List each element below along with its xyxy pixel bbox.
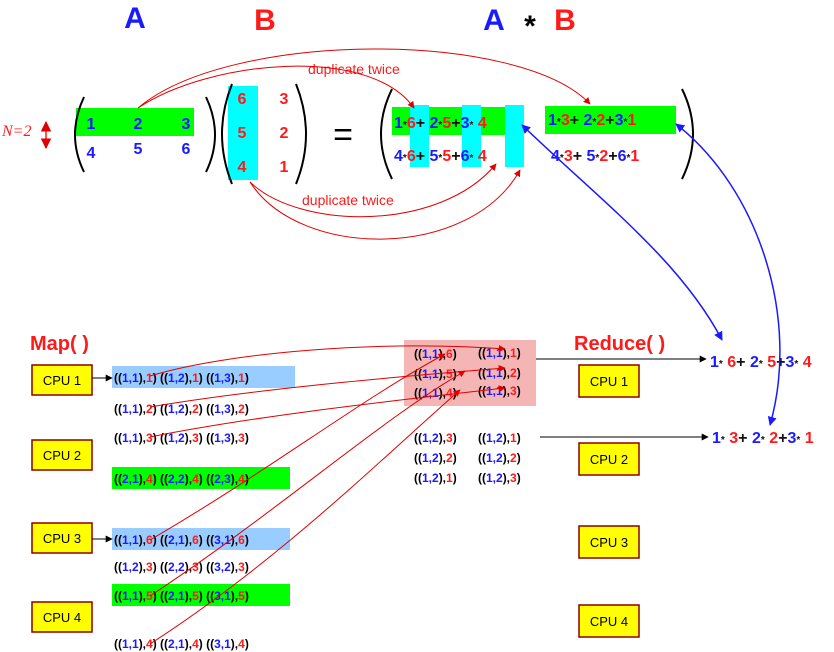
map-row-8: ((1,1),4) ((2,1),4) ((3,1),4) <box>114 637 249 651</box>
map-row-3: ((1,1),3) ((1,2),3) ((1,3),3) <box>114 431 249 445</box>
group2-right-r1: ((1,2),1) <box>478 431 521 445</box>
map-row-1: ((1,1),1) ((1,2),1) ((1,3),1) <box>114 371 249 385</box>
result-b-term2-highlight <box>462 105 481 167</box>
title-b: B <box>254 4 276 37</box>
reduce-output-2: 1* 3+ 2* 2+3* 1 <box>712 430 814 447</box>
map-cpu-1-label: CPU 1 <box>43 373 81 388</box>
map-cpu-2-label: CPU 2 <box>43 448 81 463</box>
equals-sign: = <box>333 116 353 154</box>
matrix-b-right-paren <box>295 83 307 185</box>
dup-arc-b-to-r1 <box>249 163 497 218</box>
result-b-term1-highlight <box>410 105 429 167</box>
matrix-b-r2c2: 2 <box>280 125 289 142</box>
map-row-5: ((1,1),6) ((2,1),6) ((3,1),6) <box>114 533 249 547</box>
group2-right-r2: ((1,2),2) <box>478 451 521 465</box>
reduce-output-1: 1* 6+ 2* 5+3* 4 <box>710 354 812 371</box>
map-row-7-highlight <box>112 584 290 606</box>
matrix-b-r2c1: 5 <box>238 125 247 142</box>
title-ab-star: * <box>524 10 536 43</box>
result-r2c1-expression: 4*6+ 5*5+6* 4 <box>394 148 487 165</box>
reduce-cpu-2-label: CPU 2 <box>590 452 628 467</box>
reduce-cpu-4: CPU 4 <box>578 604 640 638</box>
group2-left-r2: ((1,2),2) <box>414 451 457 465</box>
map-cpu-4-label: CPU 4 <box>43 610 81 625</box>
reduce-cpu-1: CPU 1 <box>578 364 640 398</box>
matrix-b-r3c1: 4 <box>238 159 247 176</box>
result-left-paren <box>380 88 393 180</box>
matrix-b: 6 5 4 3 2 1 <box>221 83 307 185</box>
matrix-a-r2c3: 6 <box>182 141 191 158</box>
map-row-5-highlight <box>112 528 290 550</box>
matrix-a-r1c1: 1 <box>87 116 96 133</box>
matrix-b-col1-highlight <box>228 86 258 180</box>
map-row-4-highlight <box>112 467 290 489</box>
result-b-term3-highlight <box>505 105 524 167</box>
n-label: N=2 <box>1 123 31 140</box>
shuffle-arrow-5 <box>149 370 466 597</box>
map-output: ((1,1),1) ((1,2),1) ((1,3),1) ((1,1),2) … <box>114 371 249 651</box>
dup-arc-a-to-c11 <box>137 65 415 109</box>
map-row-6: ((1,2),3) ((2,2),3) ((3,2),3) <box>114 560 249 574</box>
reduce-cpu-3-label: CPU 3 <box>590 535 628 550</box>
result-link-arrows <box>521 123 781 426</box>
duplicate-twice-bottom-label: duplicate twice <box>302 192 394 208</box>
map-cpu-1: CPU 1 <box>31 364 93 396</box>
matrix-a-r2c1: 4 <box>87 145 96 162</box>
result-r1c1-expression: 1*6+ 2*5+3* 4 <box>394 115 487 132</box>
result-r1c2-expression: 1*3+ 2*2+3*1 <box>548 112 636 129</box>
matrix-a: 1 2 3 4 5 6 <box>74 96 216 173</box>
dup-arc-a-to-c12 <box>137 48 591 109</box>
shuffle-arrow-6 <box>149 389 461 645</box>
matrix-a-row1-highlight <box>76 108 194 136</box>
shuffle-arrow-1 <box>149 345 506 377</box>
shuffle-arrows <box>149 345 506 645</box>
duplicate-twice-top-label: duplicate twice <box>308 61 400 77</box>
map-row-4: ((2,1),4) ((2,2),4) ((2,3),4) <box>114 472 249 486</box>
map-row-1-highlight <box>112 366 295 388</box>
shuffle-arrow-3 <box>149 385 506 438</box>
shuffle-arrow-4 <box>149 353 446 541</box>
reduce-cpu-4-label: CPU 4 <box>590 614 628 629</box>
map-cpu-3: CPU 3 <box>31 522 93 554</box>
group2-right-r3: ((1,2),3) <box>478 471 521 485</box>
duplicate-arcs <box>137 48 591 240</box>
title-a: A <box>124 2 146 35</box>
result-r2c2-expression: 4*3+ 5*2+6*1 <box>551 148 639 165</box>
group-right-r3: ((1,1),3) <box>478 384 521 398</box>
reduce-cpu-1-label: CPU 1 <box>590 374 628 389</box>
shuffle-arrow-2 <box>149 365 506 408</box>
title-ab-a: A <box>483 4 505 37</box>
matrix-b-r1c2: 3 <box>280 91 289 108</box>
group2-left-r3: ((1,2),1) <box>414 471 457 485</box>
matrix-a-right-paren <box>205 96 216 173</box>
matrix-b-r3c2: 1 <box>280 159 289 176</box>
dup-arc-b-to-r2 <box>249 169 521 240</box>
matrix-b-r1c1: 6 <box>238 91 247 108</box>
matrix-b-left-paren <box>221 83 233 185</box>
map-row-7: ((1,1),5) ((2,1),5) ((3,1),5) <box>114 589 249 603</box>
matrix-a-left-paren <box>74 96 85 173</box>
group2-left-r1: ((1,2),3) <box>414 431 457 445</box>
map-cpu-2: CPU 2 <box>31 439 93 471</box>
reduce-cpu-3: CPU 3 <box>578 525 640 559</box>
title-ab-b: B <box>554 4 576 37</box>
map-cpu-4: CPU 4 <box>31 601 93 633</box>
result-link-2 <box>675 123 781 426</box>
matrix-a-r1c3: 3 <box>182 116 191 133</box>
result-matrix: 1*6+ 2*5+3* 4 4*6+ 5*5+6* 4 1*3+ 2*2+3*1… <box>380 88 694 180</box>
reduce-cpu-2: CPU 2 <box>578 442 640 476</box>
map-section-title: Map( ) <box>30 333 89 355</box>
matrix-a-r2c2: 5 <box>134 141 143 158</box>
map-cpu-3-label: CPU 3 <box>43 531 81 546</box>
reduce-section-title: Reduce( ) <box>574 333 665 355</box>
map-row-2: ((1,1),2) ((1,2),2) ((1,3),2) <box>114 402 249 416</box>
matrix-a-r1c2: 2 <box>134 116 143 133</box>
